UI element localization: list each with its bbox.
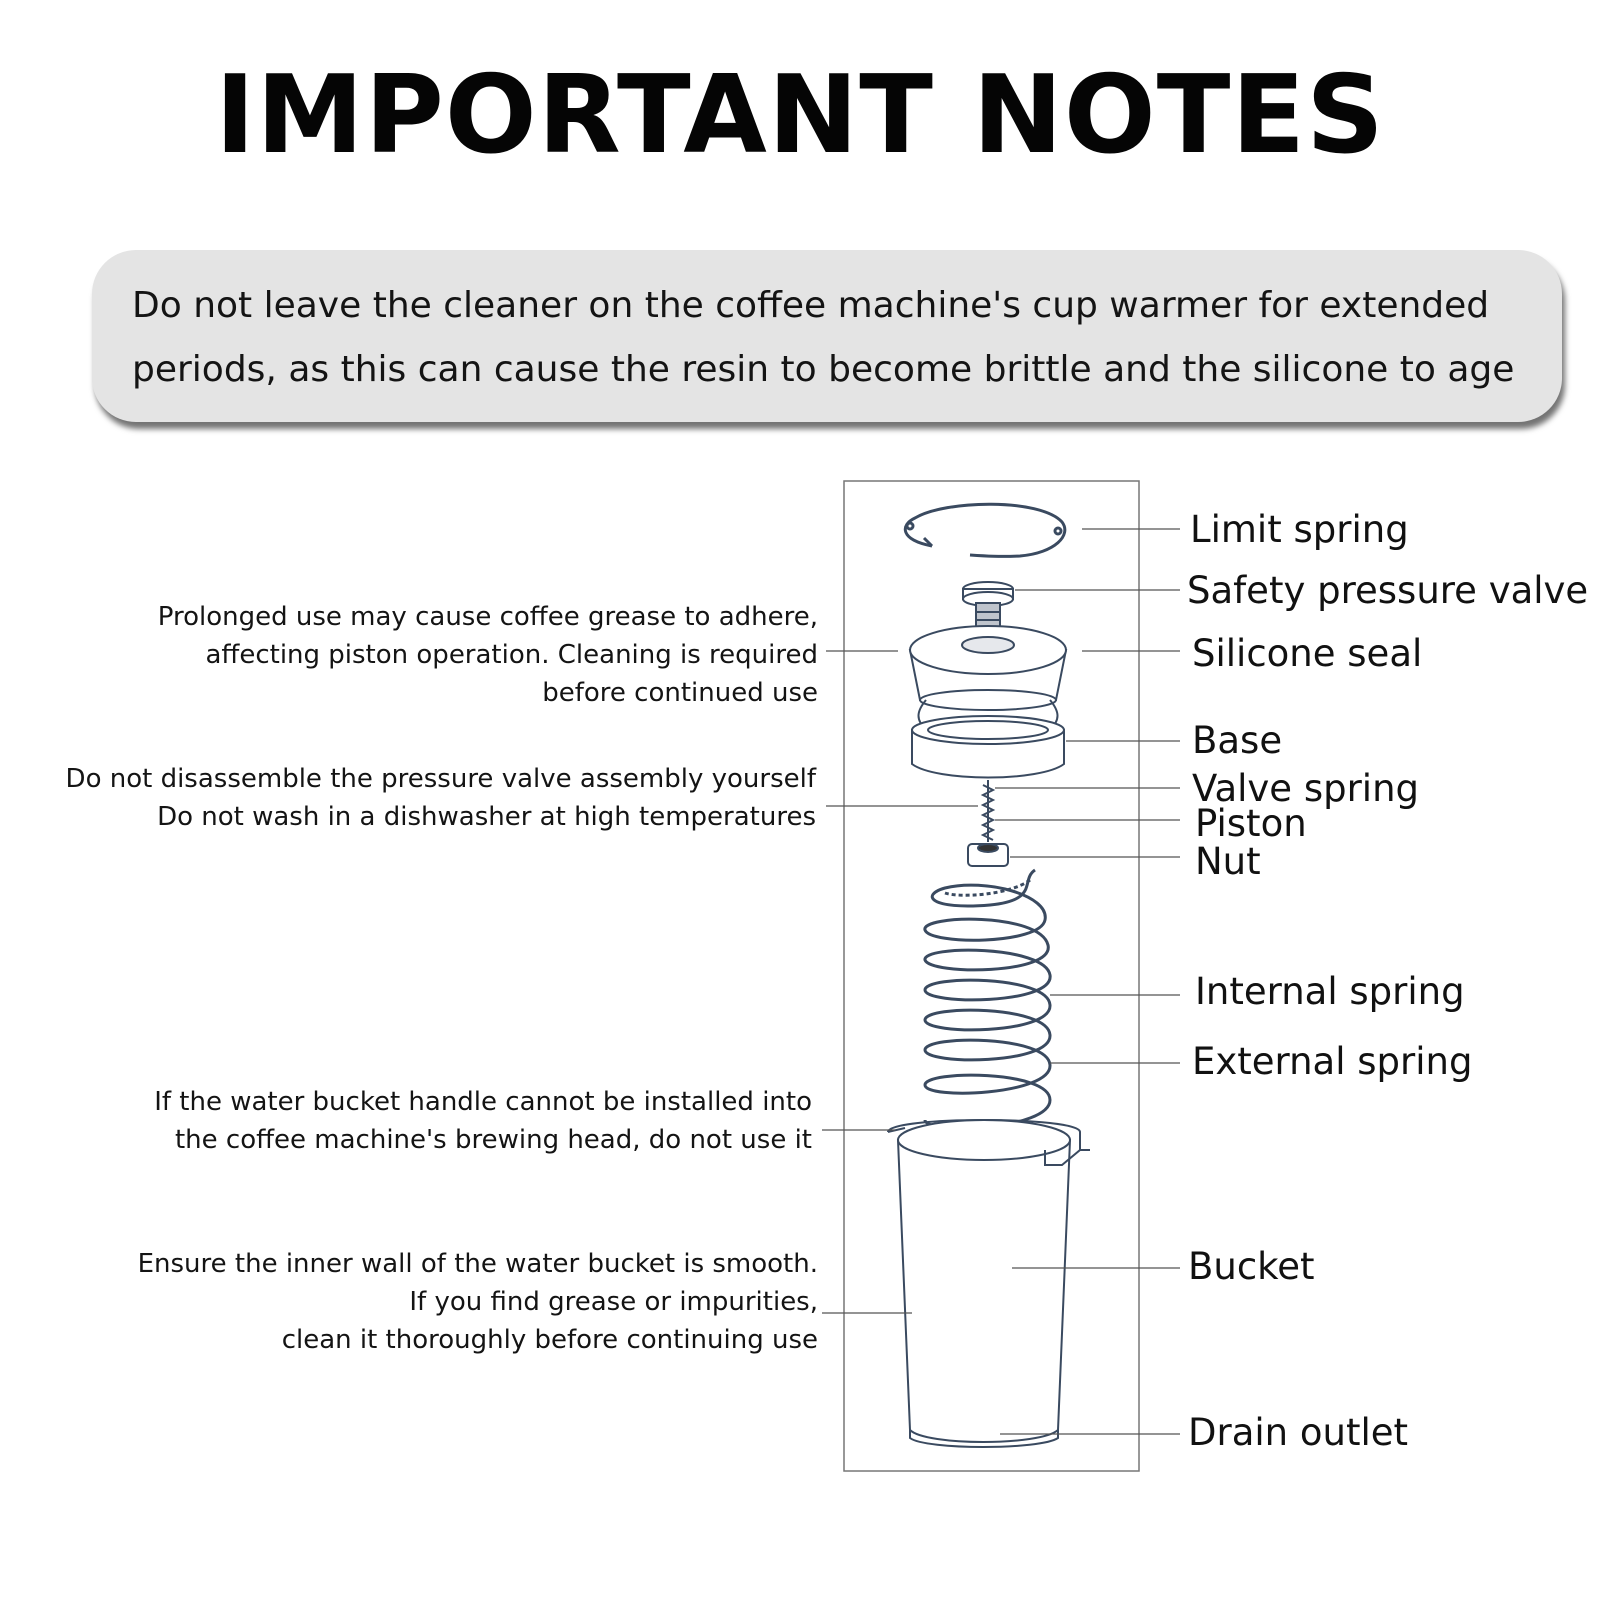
label-nut: Nut (1195, 840, 1261, 883)
label-base: Base (1192, 719, 1283, 762)
label-limit-spring: Limit spring (1190, 508, 1409, 551)
note-disassemble-line-1: Do not disassemble the pressure valve as… (65, 764, 816, 794)
note-handle: If the water bucket handle cannot be ins… (154, 1083, 812, 1159)
note-inner-wall-line-2: If you find grease or impurities, (409, 1287, 818, 1317)
warning-line-2: periods, as this can cause the resin to … (132, 349, 1515, 390)
note-handle-line-2: the coffee machine's brewing head, do no… (174, 1125, 812, 1155)
note-disassemble-line-2: Do not wash in a dishwasher at high temp… (157, 802, 816, 832)
limit-spring-drawing (903, 502, 1067, 558)
base-drawing (911, 715, 1065, 779)
note-grease: Prolonged use may cause coffee grease to… (158, 598, 818, 712)
label-safety-pressure-valve: Safety pressure valve (1187, 569, 1589, 612)
label-silicone-seal: Silicone seal (1192, 632, 1423, 675)
note-grease-line-1: Prolonged use may cause coffee grease to… (157, 602, 818, 632)
label-internal-spring: Internal spring (1195, 970, 1465, 1013)
spring-drawing (923, 868, 1052, 1130)
safety-pressure-valve-drawing (962, 581, 1014, 632)
label-drain-outlet: Drain outlet (1188, 1411, 1409, 1454)
label-bucket: Bucket (1188, 1245, 1315, 1288)
warning-text: Do not leave the cleaner on the coffee m… (132, 274, 1552, 402)
warning-line-1: Do not leave the cleaner on the coffee m… (132, 285, 1490, 326)
note-inner-wall: Ensure the inner wall of the water bucke… (138, 1245, 818, 1359)
label-external-spring: External spring (1192, 1040, 1473, 1083)
bucket-drawing (887, 1119, 1090, 1448)
label-piston: Piston (1195, 802, 1307, 845)
note-disassemble: Do not disassemble the pressure valve as… (66, 760, 816, 836)
diagram-frame (843, 480, 1140, 1472)
note-handle-line-1: If the water bucket handle cannot be ins… (154, 1087, 812, 1117)
note-inner-wall-line-1: Ensure the inner wall of the water bucke… (137, 1249, 818, 1279)
leader-lines-right (995, 528, 1180, 1435)
valve-spring-drawing (980, 780, 996, 842)
silicone-seal-drawing (908, 625, 1068, 731)
label-valve-spring: Valve spring (1192, 767, 1420, 810)
leader-lines-left (822, 650, 978, 1314)
note-grease-line-2: affecting piston operation. Cleaning is … (205, 640, 818, 670)
note-inner-wall-line-3: clean it thoroughly before continuing us… (281, 1325, 818, 1355)
page-title: IMPORTANT NOTES (215, 53, 1385, 178)
note-grease-line-3: before continued use (542, 678, 818, 708)
nut-drawing (967, 843, 1009, 867)
warning-callout: Do not leave the cleaner on the coffee m… (92, 250, 1562, 422)
